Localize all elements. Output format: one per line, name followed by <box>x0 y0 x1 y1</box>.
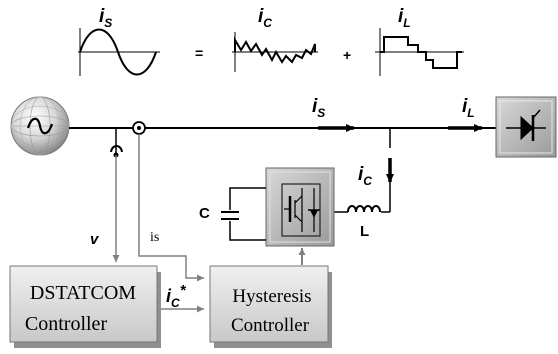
inductor-label: L <box>360 223 369 240</box>
is-label-line: iS <box>312 96 325 120</box>
waveform-ic: iC <box>232 6 318 72</box>
ic-label-top: iC <box>258 6 272 30</box>
ac-source-globe <box>10 96 70 156</box>
waveform-is: iS <box>78 6 160 76</box>
hysteresis-label-line2: Controller <box>231 315 310 336</box>
dc-capacitor: C <box>199 187 266 241</box>
il-label-line: iL <box>462 96 475 120</box>
vsi-inverter <box>265 167 335 247</box>
sine-symbol-icon <box>26 117 54 135</box>
dstatcom-label-line1: DSTATCOM <box>30 282 136 304</box>
capacitor-label: C <box>199 205 210 222</box>
is-plain-label: is <box>150 230 159 245</box>
hysteresis-label-line1: Hysteresis <box>232 286 311 307</box>
inductor: L <box>334 205 381 240</box>
hysteresis-controller-block: Hysteresis Controller <box>209 265 332 348</box>
diode-icon <box>520 115 534 141</box>
is-label-top: iS <box>99 6 112 30</box>
is-signal-line <box>138 134 204 282</box>
v-label: v <box>90 231 100 248</box>
equals-sign: = <box>195 45 203 61</box>
ic-label-line: iC <box>358 164 372 188</box>
nonlinear-load-thyristor <box>495 96 557 158</box>
waveform-il: iL <box>375 6 464 76</box>
plus-sign: + <box>343 47 351 63</box>
voltage-tap <box>110 128 123 158</box>
dstatcom-label-line2: Controller <box>25 313 108 335</box>
current-sensor-is <box>132 121 146 135</box>
dstatcom-controller-block: DSTATCOM Controller <box>9 265 161 348</box>
il-label-top: iL <box>398 6 411 30</box>
ic-star-label: iC* <box>166 282 187 310</box>
